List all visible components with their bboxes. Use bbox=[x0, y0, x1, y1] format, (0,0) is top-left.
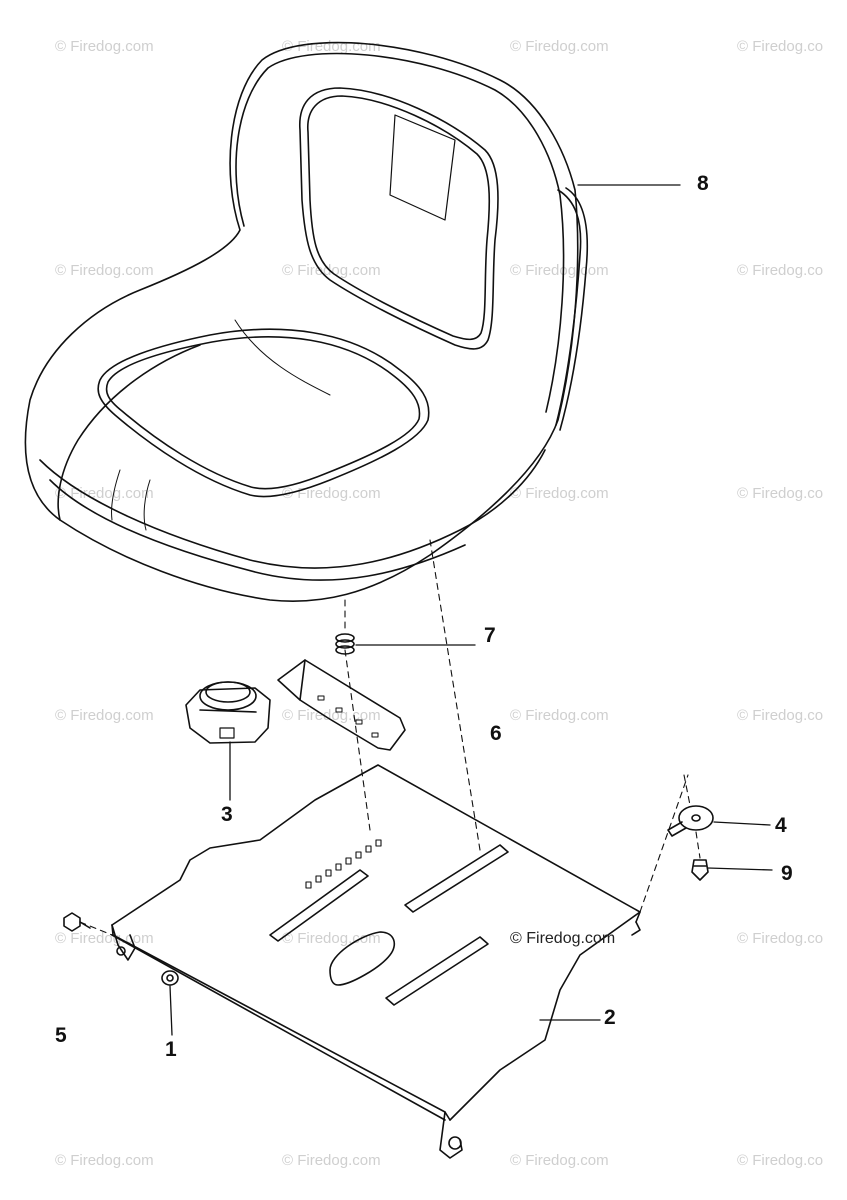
watermark: © Firedog.co bbox=[737, 707, 824, 724]
watermark: © Firedog.com bbox=[510, 485, 609, 502]
watermark: © Firedog.com bbox=[510, 707, 609, 724]
watermark: © Firedog.com bbox=[55, 485, 154, 502]
callout-8: 8 bbox=[697, 172, 709, 195]
callout-3: 3 bbox=[221, 803, 233, 826]
washer-drawing bbox=[667, 805, 714, 837]
bolt-drawing bbox=[63, 912, 91, 932]
watermark: © Firedog.co bbox=[737, 262, 824, 279]
bracket-drawing bbox=[277, 659, 406, 751]
watermark: © Firedog.co bbox=[737, 38, 824, 55]
callout-2: 2 bbox=[604, 1006, 616, 1029]
watermark: © Firedog.com bbox=[510, 1152, 609, 1169]
callout-9: 9 bbox=[781, 862, 793, 885]
watermark: © Firedog.co bbox=[737, 485, 824, 502]
watermark: © Firedog.co bbox=[737, 1152, 824, 1169]
spring-drawing bbox=[335, 633, 355, 655]
leader-lines bbox=[169, 184, 773, 1036]
assembly-lines bbox=[79, 539, 701, 936]
copyright-credit: © Firedog.com bbox=[510, 930, 616, 947]
callout-5: 5 bbox=[55, 1024, 67, 1047]
callout-1: 1 bbox=[165, 1038, 177, 1061]
callout-6: 6 bbox=[490, 722, 502, 745]
watermark: © Firedog.com bbox=[55, 38, 154, 55]
watermark: © Firedog.com bbox=[282, 262, 381, 279]
callout-7: 7 bbox=[484, 624, 496, 647]
switch-drawing bbox=[185, 681, 271, 744]
seat-drawing bbox=[24, 41, 589, 602]
callout-4: 4 bbox=[775, 814, 787, 837]
watermark: © Firedog.com bbox=[55, 1152, 154, 1169]
watermark: © Firedog.com bbox=[55, 262, 154, 279]
watermark: © Firedog.co bbox=[737, 930, 824, 947]
plate-drawing bbox=[111, 764, 641, 1159]
watermark: © Firedog.com bbox=[282, 930, 381, 947]
screw-drawing bbox=[691, 859, 709, 881]
watermark: © Firedog.com bbox=[282, 38, 381, 55]
watermark: © Firedog.com bbox=[510, 262, 609, 279]
watermark: © Firedog.com bbox=[282, 1152, 381, 1169]
watermark: © Firedog.com bbox=[510, 38, 609, 55]
watermark: © Firedog.com bbox=[55, 707, 154, 724]
